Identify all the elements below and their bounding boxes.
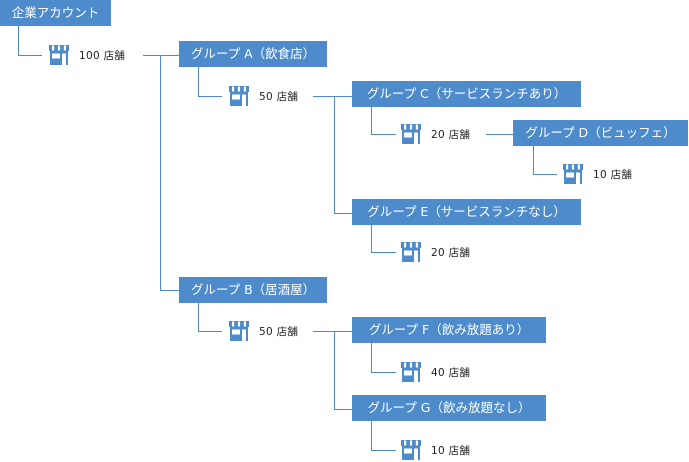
store-node-a: 50 店舗 [228, 84, 298, 108]
store-count: 50 店舗 [259, 325, 299, 338]
group-c-box: グループ C（サービスランチあり） [352, 81, 581, 107]
store-count: 100 店舗 [79, 49, 126, 62]
store-count: 50 店舗 [259, 90, 299, 103]
store-icon [400, 123, 422, 145]
group-g-box: グループ G（飲み放題なし） [352, 395, 546, 421]
connector-d [533, 146, 557, 175]
store-icon [228, 320, 250, 342]
group-f-box: グループ F（飲み放題あり） [352, 317, 546, 343]
root-account-box: 企業アカウント [0, 0, 111, 26]
connector-c [371, 107, 396, 135]
store-icon [48, 44, 70, 66]
store-node-b: 50 店舗 [228, 319, 298, 343]
store-count: 10 店舗 [593, 168, 633, 181]
connector-root-to-b [160, 55, 179, 291]
connector-f [371, 342, 396, 373]
connector-root [18, 26, 42, 56]
store-count: 20 店舗 [431, 128, 471, 141]
connector-e [371, 225, 396, 253]
connector-a [198, 67, 222, 97]
group-a-box: グループ A（飲食店） [179, 41, 327, 67]
connector-g [371, 421, 396, 451]
store-count: 40 店舗 [431, 366, 471, 379]
store-icon [400, 241, 422, 263]
store-node-e: 20 店舗 [400, 240, 470, 264]
store-icon [400, 361, 422, 383]
group-e-box: グループ E（サービスランチなし） [352, 199, 581, 225]
store-count: 10 店舗 [431, 444, 471, 457]
store-icon [400, 439, 422, 461]
store-count: 20 店舗 [431, 246, 471, 259]
store-node-g: 10 店舗 [400, 438, 470, 462]
store-node-root: 100 店舗 [48, 43, 125, 67]
connector-b-to-g [334, 331, 352, 410]
store-icon [562, 163, 584, 185]
store-node-d: 10 店舗 [562, 162, 632, 186]
connector-b [198, 303, 222, 332]
store-node-c: 20 店舗 [400, 122, 470, 146]
store-node-f: 40 店舗 [400, 360, 470, 384]
connector-a-to-e [334, 96, 352, 214]
store-icon [228, 85, 250, 107]
group-d-box: グループ D（ビュッフェ） [513, 120, 688, 146]
group-b-box: グループ B（居酒屋） [179, 277, 327, 303]
